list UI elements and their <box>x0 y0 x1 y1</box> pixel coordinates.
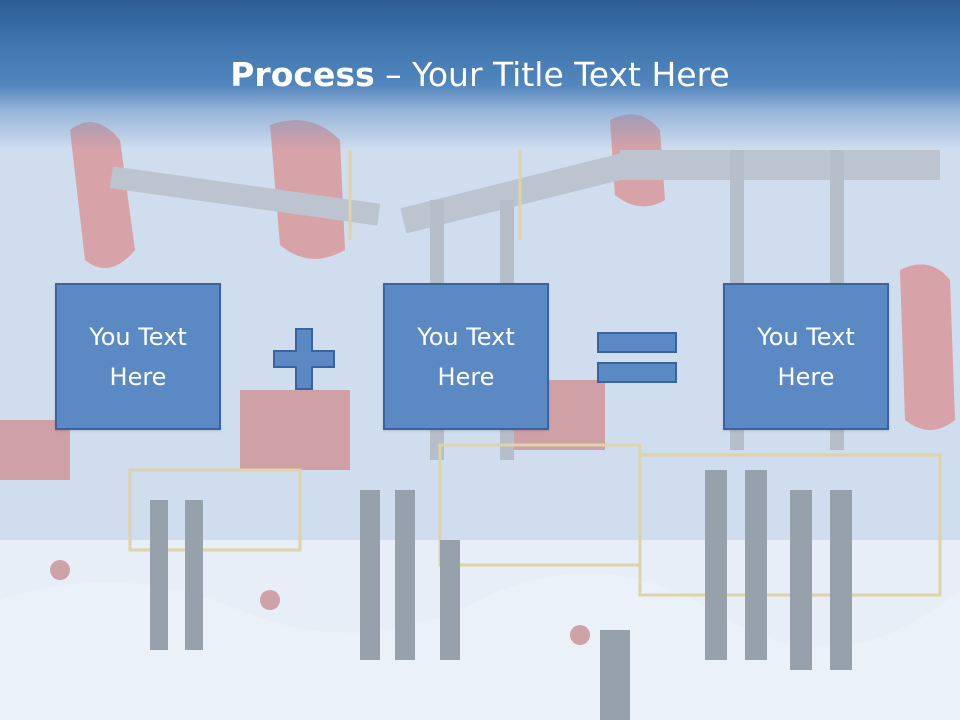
process-box-line-2: Here <box>437 362 495 391</box>
process-box-line-1: You Text <box>757 322 855 351</box>
process-box-text: You Text Here <box>89 317 187 397</box>
title-band <box>0 0 960 150</box>
title-bold-text: Process <box>230 55 375 94</box>
plus-icon[interactable] <box>272 327 336 391</box>
process-box-line-1: You Text <box>417 322 515 351</box>
process-box-text: You Text Here <box>757 317 855 397</box>
title-rest-text: – Your Title Text Here <box>374 55 730 94</box>
slide-title[interactable]: Process – Your Title Text Here <box>0 50 960 100</box>
process-box-text: You Text Here <box>417 317 515 397</box>
process-box-3[interactable]: You Text Here <box>723 283 889 430</box>
equals-icon[interactable] <box>596 330 678 386</box>
process-box-1[interactable]: You Text Here <box>55 283 221 430</box>
process-box-line-1: You Text <box>89 322 187 351</box>
process-box-line-2: Here <box>109 362 167 391</box>
process-box-2[interactable]: You Text Here <box>383 283 549 430</box>
process-box-line-2: Here <box>777 362 835 391</box>
